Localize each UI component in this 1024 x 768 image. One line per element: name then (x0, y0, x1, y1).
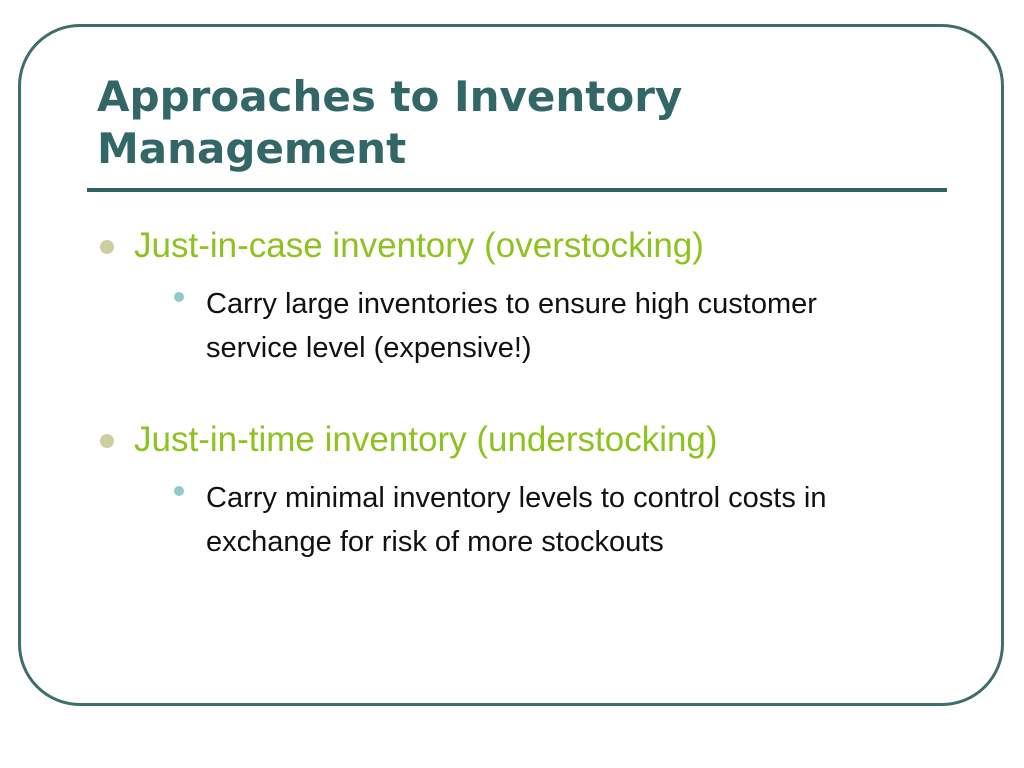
sub-bullet-item: Carry large inventories to ensure high c… (174, 282, 906, 370)
title-divider (87, 188, 947, 192)
bullet-list: Just-in-case inventory (overstocking) Ca… (98, 224, 948, 564)
round-bullet-icon (100, 240, 114, 254)
slide-title: Approaches to Inventory Management (97, 72, 683, 173)
bullet-group: Just-in-time inventory (understocking) C… (98, 418, 948, 564)
sub-bullet-text: Carry minimal inventory levels to contro… (206, 482, 827, 558)
sub-bullet-text: Carry large inventories to ensure high c… (206, 288, 817, 364)
bullet-group: Just-in-case inventory (overstocking) Ca… (98, 224, 948, 370)
bullet-text: Just-in-case inventory (overstocking) (134, 226, 704, 265)
small-bullet-icon (174, 486, 184, 496)
bullet-item: Just-in-time inventory (understocking) (98, 418, 948, 462)
small-bullet-icon (174, 292, 184, 302)
bullet-text: Just-in-time inventory (understocking) (134, 420, 718, 459)
bullet-item: Just-in-case inventory (overstocking) (98, 224, 948, 268)
sub-bullet-item: Carry minimal inventory levels to contro… (174, 476, 906, 564)
round-bullet-icon (100, 434, 114, 448)
slide-frame (18, 24, 1004, 706)
